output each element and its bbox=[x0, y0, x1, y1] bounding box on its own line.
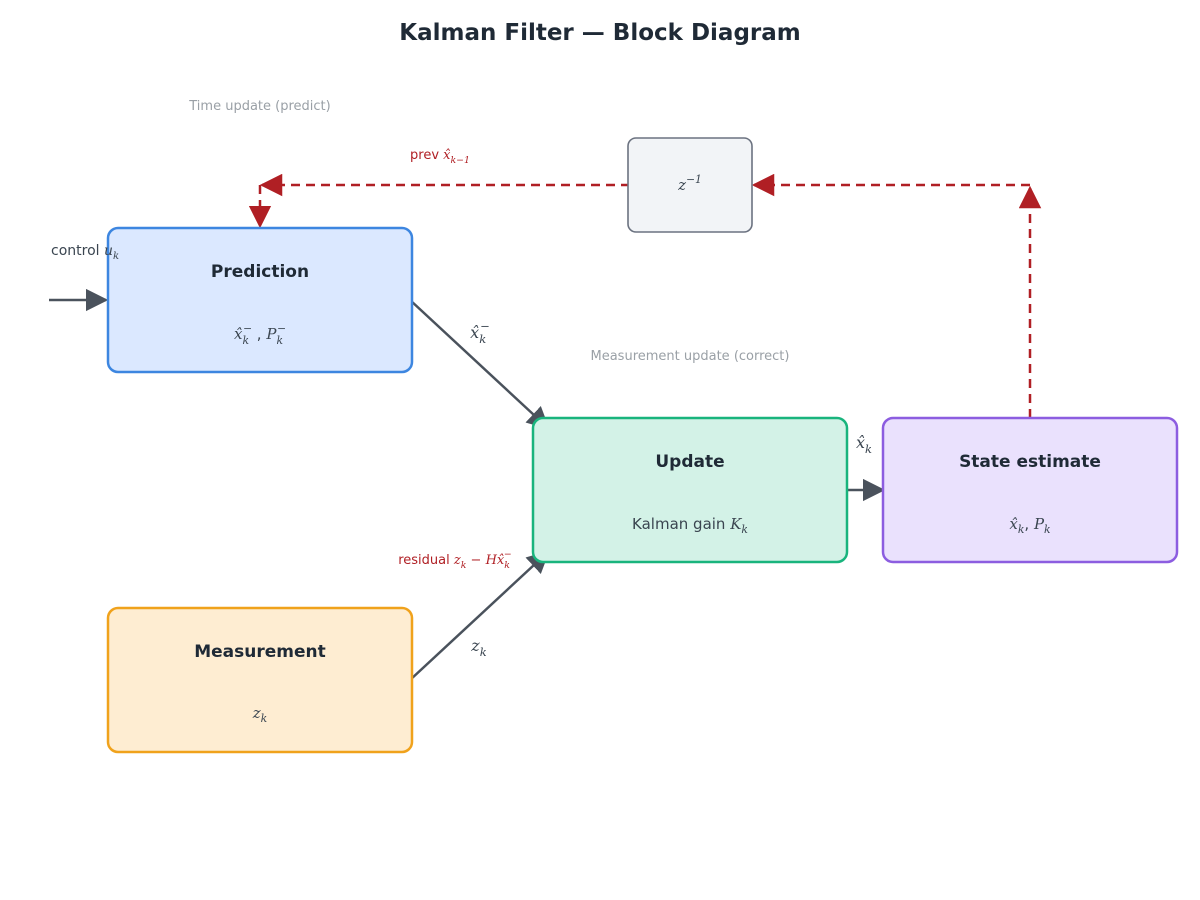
section-label-time-update: Time update (predict) bbox=[188, 99, 330, 114]
state-estimate-node: State estimate x̂k, Pk bbox=[881, 416, 1179, 564]
update-title: Update bbox=[655, 452, 724, 472]
measurement-node: Measurement zk bbox=[106, 606, 414, 754]
prediction-title: Prediction bbox=[211, 262, 309, 282]
state-estimate-body: x̂k, Pk bbox=[1009, 515, 1050, 536]
delay-block-box bbox=[627, 137, 753, 233]
state-estimate-title: State estimate bbox=[959, 452, 1101, 472]
update-box bbox=[531, 416, 849, 564]
measurement-title: Measurement bbox=[194, 642, 326, 662]
residual-label: residual zk − Hx̂k− bbox=[398, 549, 512, 571]
section-label-measurement-update: Measurement update (correct) bbox=[591, 349, 790, 364]
update-body: Kalman gain Kk bbox=[632, 515, 748, 536]
delay-block: z−1 bbox=[627, 137, 753, 233]
prediction-body: x̂k− , Pk− bbox=[234, 322, 286, 347]
measurement-box bbox=[106, 606, 414, 754]
edge-measurement-to-update bbox=[409, 550, 550, 681]
prev-estimate-label: prev x̂k−1 bbox=[410, 148, 470, 166]
control-input-label: control uk bbox=[51, 243, 119, 262]
prior-estimate-label: x̂k− bbox=[470, 319, 490, 346]
prediction-box bbox=[106, 226, 414, 374]
measurement-edge-label: zk bbox=[470, 636, 486, 659]
update-node: Update Kalman gain Kk bbox=[531, 416, 849, 564]
measurement-body: zk bbox=[252, 704, 267, 725]
posterior-estimate-label: x̂k bbox=[856, 433, 872, 456]
state-estimate-box bbox=[881, 416, 1179, 564]
diagram-title: Kalman Filter — Block Diagram bbox=[399, 20, 800, 46]
prediction-node: Prediction x̂k− , Pk− bbox=[106, 226, 414, 374]
delay-label: z−1 bbox=[677, 173, 702, 194]
edge-prediction-to-update bbox=[409, 299, 550, 430]
